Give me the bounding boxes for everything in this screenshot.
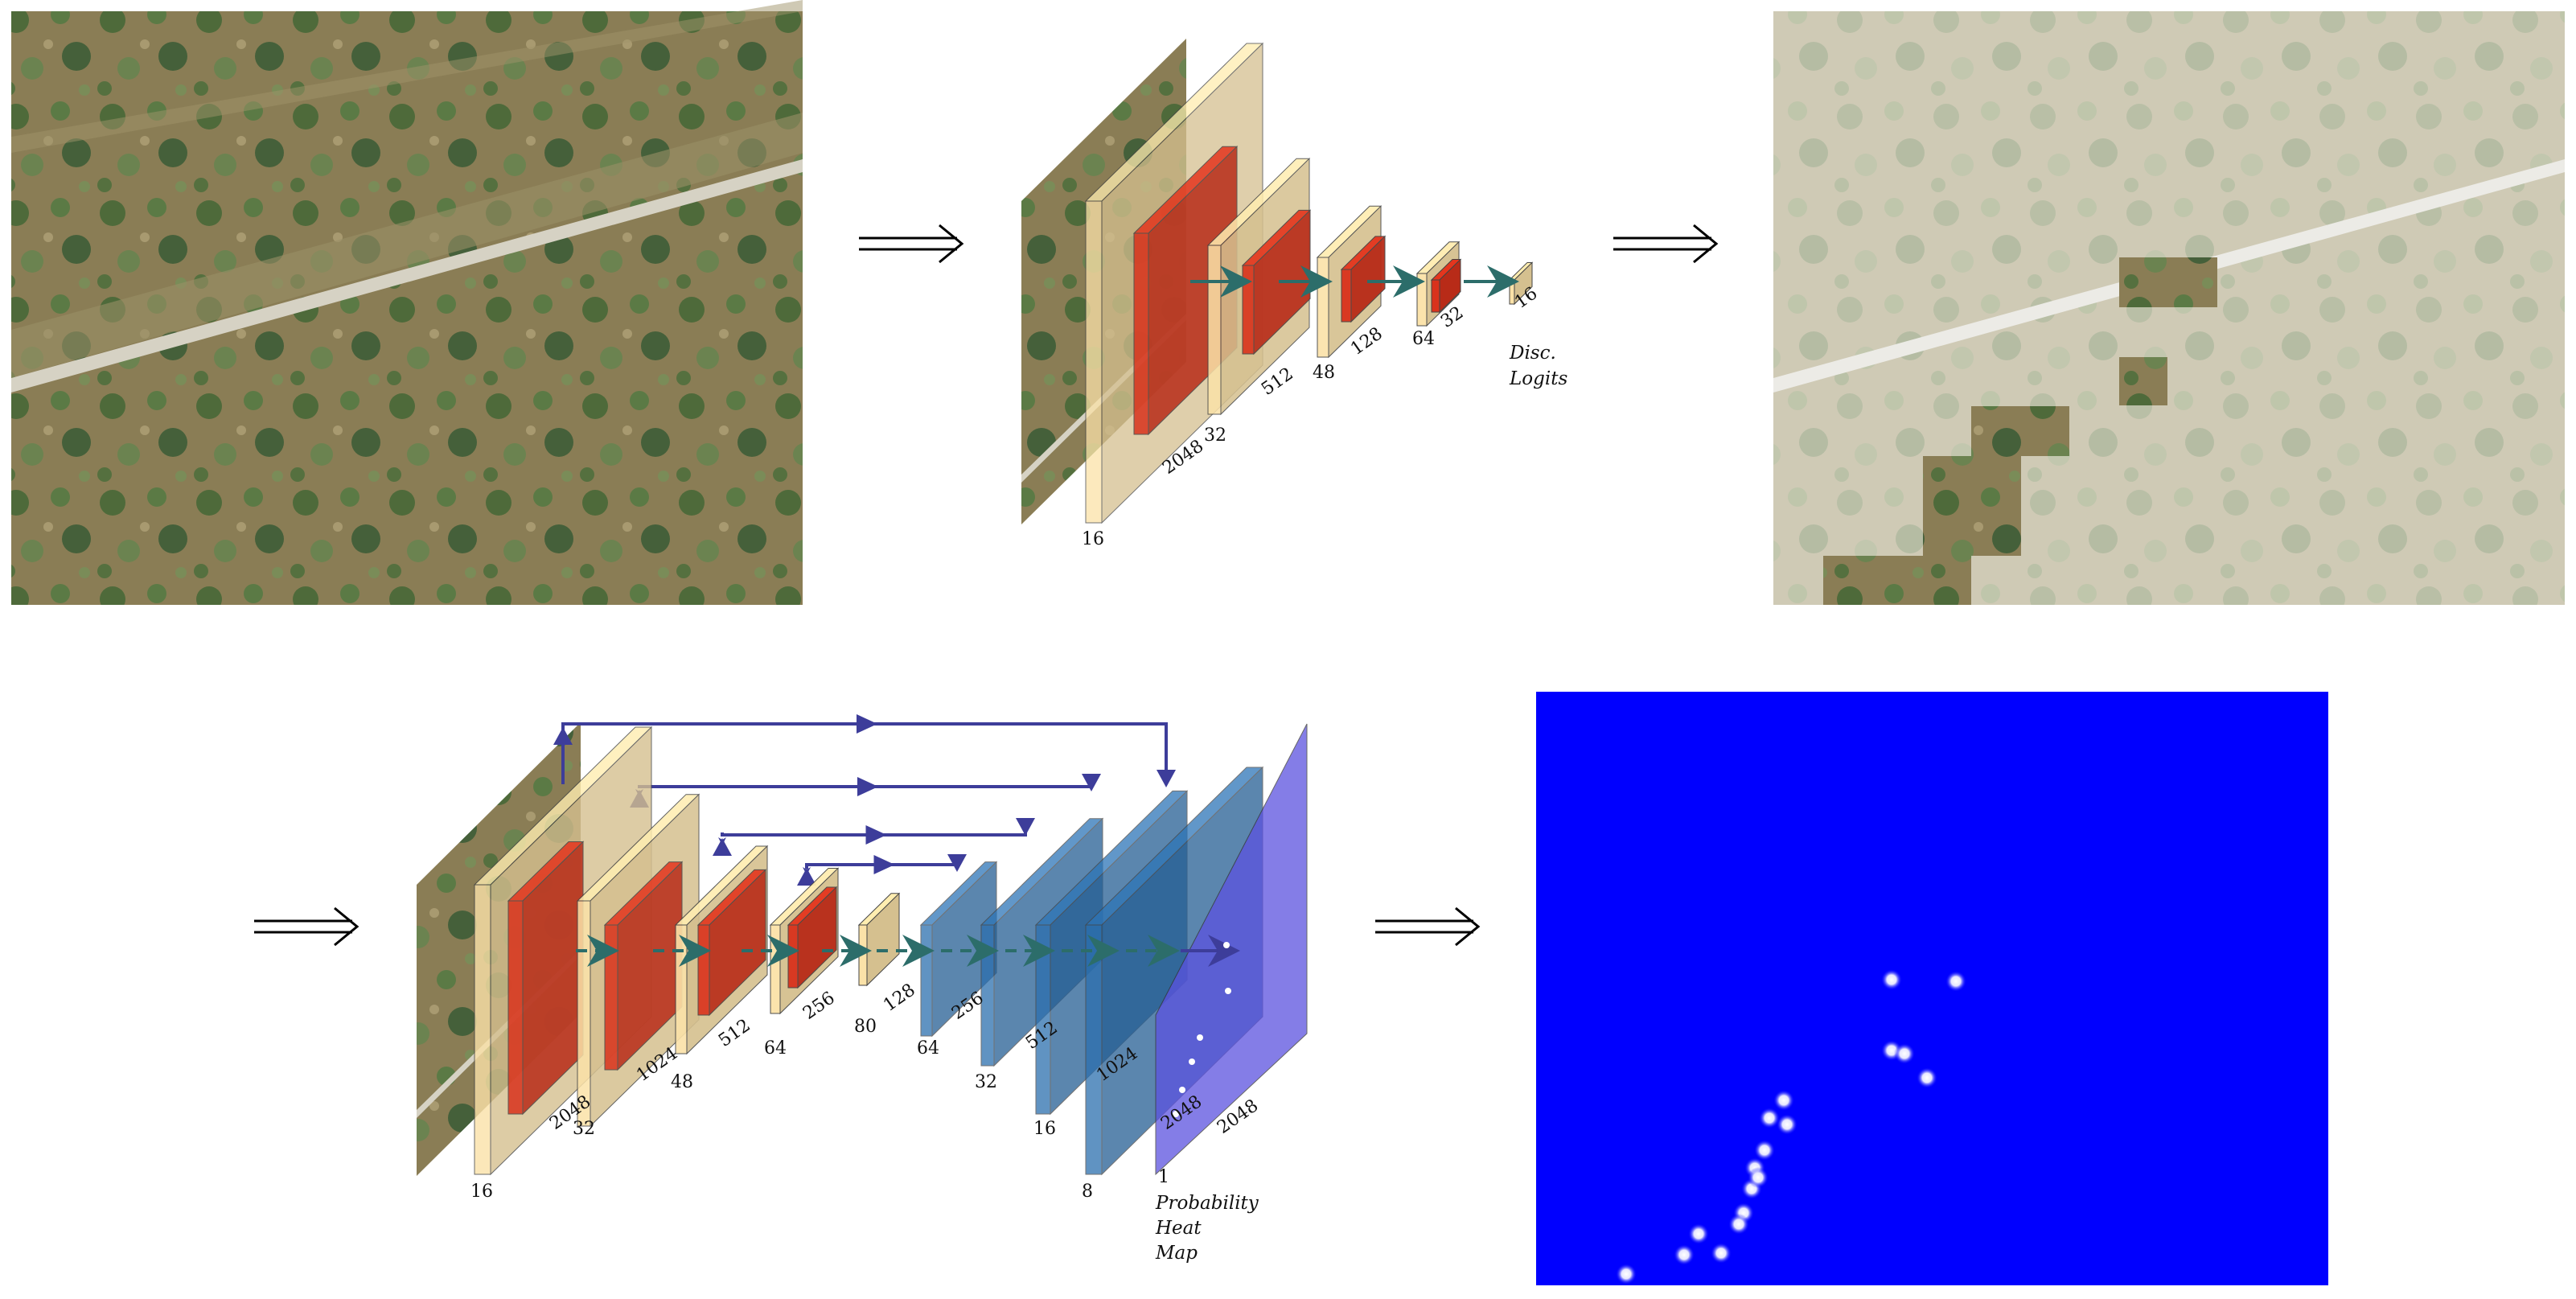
skip-arrowhead-1: [857, 714, 877, 734]
detected-tiles: [1823, 257, 2217, 605]
seg-label-256: 256: [799, 988, 839, 1024]
hotspot-7: [1777, 1114, 1797, 1135]
hotspot-16: [1711, 1243, 1732, 1264]
seg-label-128: 128: [880, 980, 919, 1016]
hotspot-9: [1754, 1140, 1775, 1161]
seg-label-32b: 32: [975, 1072, 997, 1092]
disc-logits-label-line1: Disc.: [1509, 343, 1556, 364]
skip-connection-1: [561, 722, 1168, 784]
seg-label-64b: 64: [917, 1038, 939, 1059]
probability-heatmap: [1536, 692, 2328, 1285]
hotspot-8: [1759, 1108, 1780, 1128]
implies-arrow-1: [859, 224, 964, 264]
implies-arrow-3: [254, 906, 359, 947]
seg-label-8: 8: [1082, 1182, 1093, 1202]
seg-label-32: 32: [573, 1119, 595, 1139]
segmentation-network: 16 2048 32 1024 48 512 64 256 80 128 64 …: [417, 714, 1308, 1264]
hotspot-5: [1917, 1067, 1937, 1088]
cls-block-4-inner: [1430, 258, 1462, 314]
hotspot-18: [1616, 1264, 1637, 1285]
seg-label-48: 48: [671, 1072, 693, 1092]
seg-label-16b: 16: [1033, 1119, 1056, 1139]
seg-label-80: 80: [854, 1017, 877, 1037]
aerial-image-input: [11, 0, 803, 605]
cls-block-3-inner: [1340, 235, 1387, 323]
seg-enc-1-inner: [507, 841, 585, 1116]
seg-label-16: 16: [470, 1182, 493, 1202]
implies-arrow-4: [1375, 906, 1481, 947]
skip-arrowhead-3: [865, 825, 887, 845]
hotspot-14: [1728, 1214, 1749, 1235]
skip-starthead-3: [713, 838, 732, 856]
aerial-image-detections: [1773, 11, 2565, 605]
skip-starthead-1: [553, 727, 573, 745]
hotspot-4: [1894, 1043, 1915, 1064]
hotspot-1: [1881, 969, 1902, 990]
skip-endhead-2: [1082, 774, 1101, 791]
implies-arrow-2: [1613, 224, 1719, 264]
skip-starthead-4: [797, 868, 816, 886]
hotspot-6: [1773, 1090, 1794, 1111]
seg-enc-3-inner: [696, 869, 767, 1017]
skip-arrowhead-2: [857, 777, 878, 796]
heatmap-label-line2: Heat: [1155, 1218, 1202, 1239]
seg-label-1: 1: [1158, 1167, 1169, 1187]
classifier-label-48: 48: [1313, 363, 1335, 383]
heatmap-label-line1: Probability: [1155, 1193, 1259, 1214]
skip-endhead-1: [1157, 770, 1176, 787]
classifier-network: 16 2048 32 512 48 128 64 32 16 Disc. Log…: [1021, 39, 1567, 549]
seg-label-64: 64: [764, 1038, 787, 1059]
classifier-label-16: 16: [1082, 529, 1104, 549]
output-hotspots: [1173, 942, 1231, 1117]
seg-bottleneck: [857, 892, 901, 987]
classifier-label-64: 64: [1412, 329, 1435, 349]
hotspot-17: [1674, 1244, 1695, 1265]
disc-logits-label-line2: Logits: [1509, 368, 1567, 389]
hotspot-2: [1945, 971, 1966, 992]
skip-arrowhead-4: [873, 855, 895, 874]
hotspot-12: [1748, 1167, 1769, 1188]
skip-endhead-4: [947, 854, 967, 872]
heatmap-label-line3: Map: [1155, 1243, 1198, 1264]
skip-endhead-3: [1016, 818, 1035, 836]
hotspot-15: [1688, 1223, 1709, 1244]
heatmap-hotspots: [1616, 969, 1966, 1285]
classifier-label-32: 32: [1204, 425, 1226, 446]
